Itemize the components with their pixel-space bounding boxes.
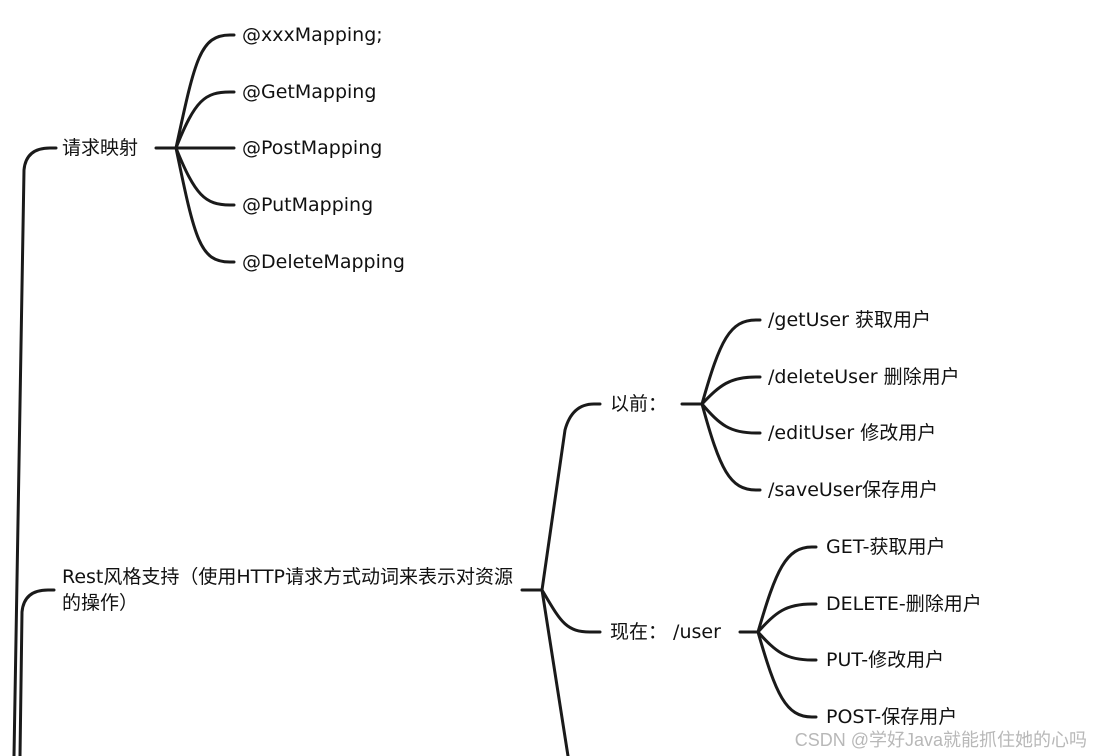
edge-more	[540, 588, 570, 756]
node-putmapping[interactable]: @PutMapping	[242, 194, 374, 216]
node-request-mapping[interactable]: 请求映射	[62, 137, 139, 159]
node-saveuser[interactable]: /saveUser保存用户	[768, 479, 939, 501]
trunk-line-2	[18, 588, 56, 756]
trunk-line-1	[12, 146, 58, 756]
node-get[interactable]: GET-获取用户	[826, 536, 946, 558]
edge-saveuser	[700, 402, 762, 492]
node-delete[interactable]: DELETE-删除用户	[826, 593, 982, 615]
edge-get	[756, 545, 818, 634]
node-rest-style[interactable]: Rest风格支持（使用HTTP请求方式动词来表示对资源的操作）	[62, 566, 514, 614]
edge-getmapping	[174, 90, 236, 150]
edge-post	[756, 630, 818, 719]
node-deleteuser[interactable]: /deleteUser 删除用户	[768, 366, 960, 388]
edge-deletemapping	[174, 146, 236, 264]
edge-before	[540, 402, 602, 592]
node-xxxmapping[interactable]: @xxxMapping;	[242, 24, 383, 46]
edge-edituser	[700, 402, 762, 435]
edge-put	[756, 630, 818, 662]
edge-now	[540, 588, 602, 634]
node-put[interactable]: PUT-修改用户	[826, 649, 945, 671]
node-deletemapping[interactable]: @DeleteMapping	[242, 251, 405, 273]
node-postmapping[interactable]: @PostMapping	[242, 137, 383, 159]
edge-putmapping	[174, 146, 236, 207]
node-post[interactable]: POST-保存用户	[826, 706, 958, 728]
node-before[interactable]: 以前：	[610, 393, 668, 415]
edge-deleteuser	[700, 375, 762, 406]
edge-getuser	[700, 318, 762, 406]
node-edituser[interactable]: /editUser 修改用户	[768, 422, 937, 444]
edge-xxxmapping	[174, 33, 236, 150]
edge-delete	[756, 602, 818, 634]
node-getmapping[interactable]: @GetMapping	[242, 81, 377, 103]
node-getuser[interactable]: /getUser 获取用户	[768, 309, 931, 331]
watermark: CSDN @学好Java就能抓住她的心吗	[794, 730, 1087, 750]
node-now[interactable]: 现在： /user	[610, 621, 721, 643]
